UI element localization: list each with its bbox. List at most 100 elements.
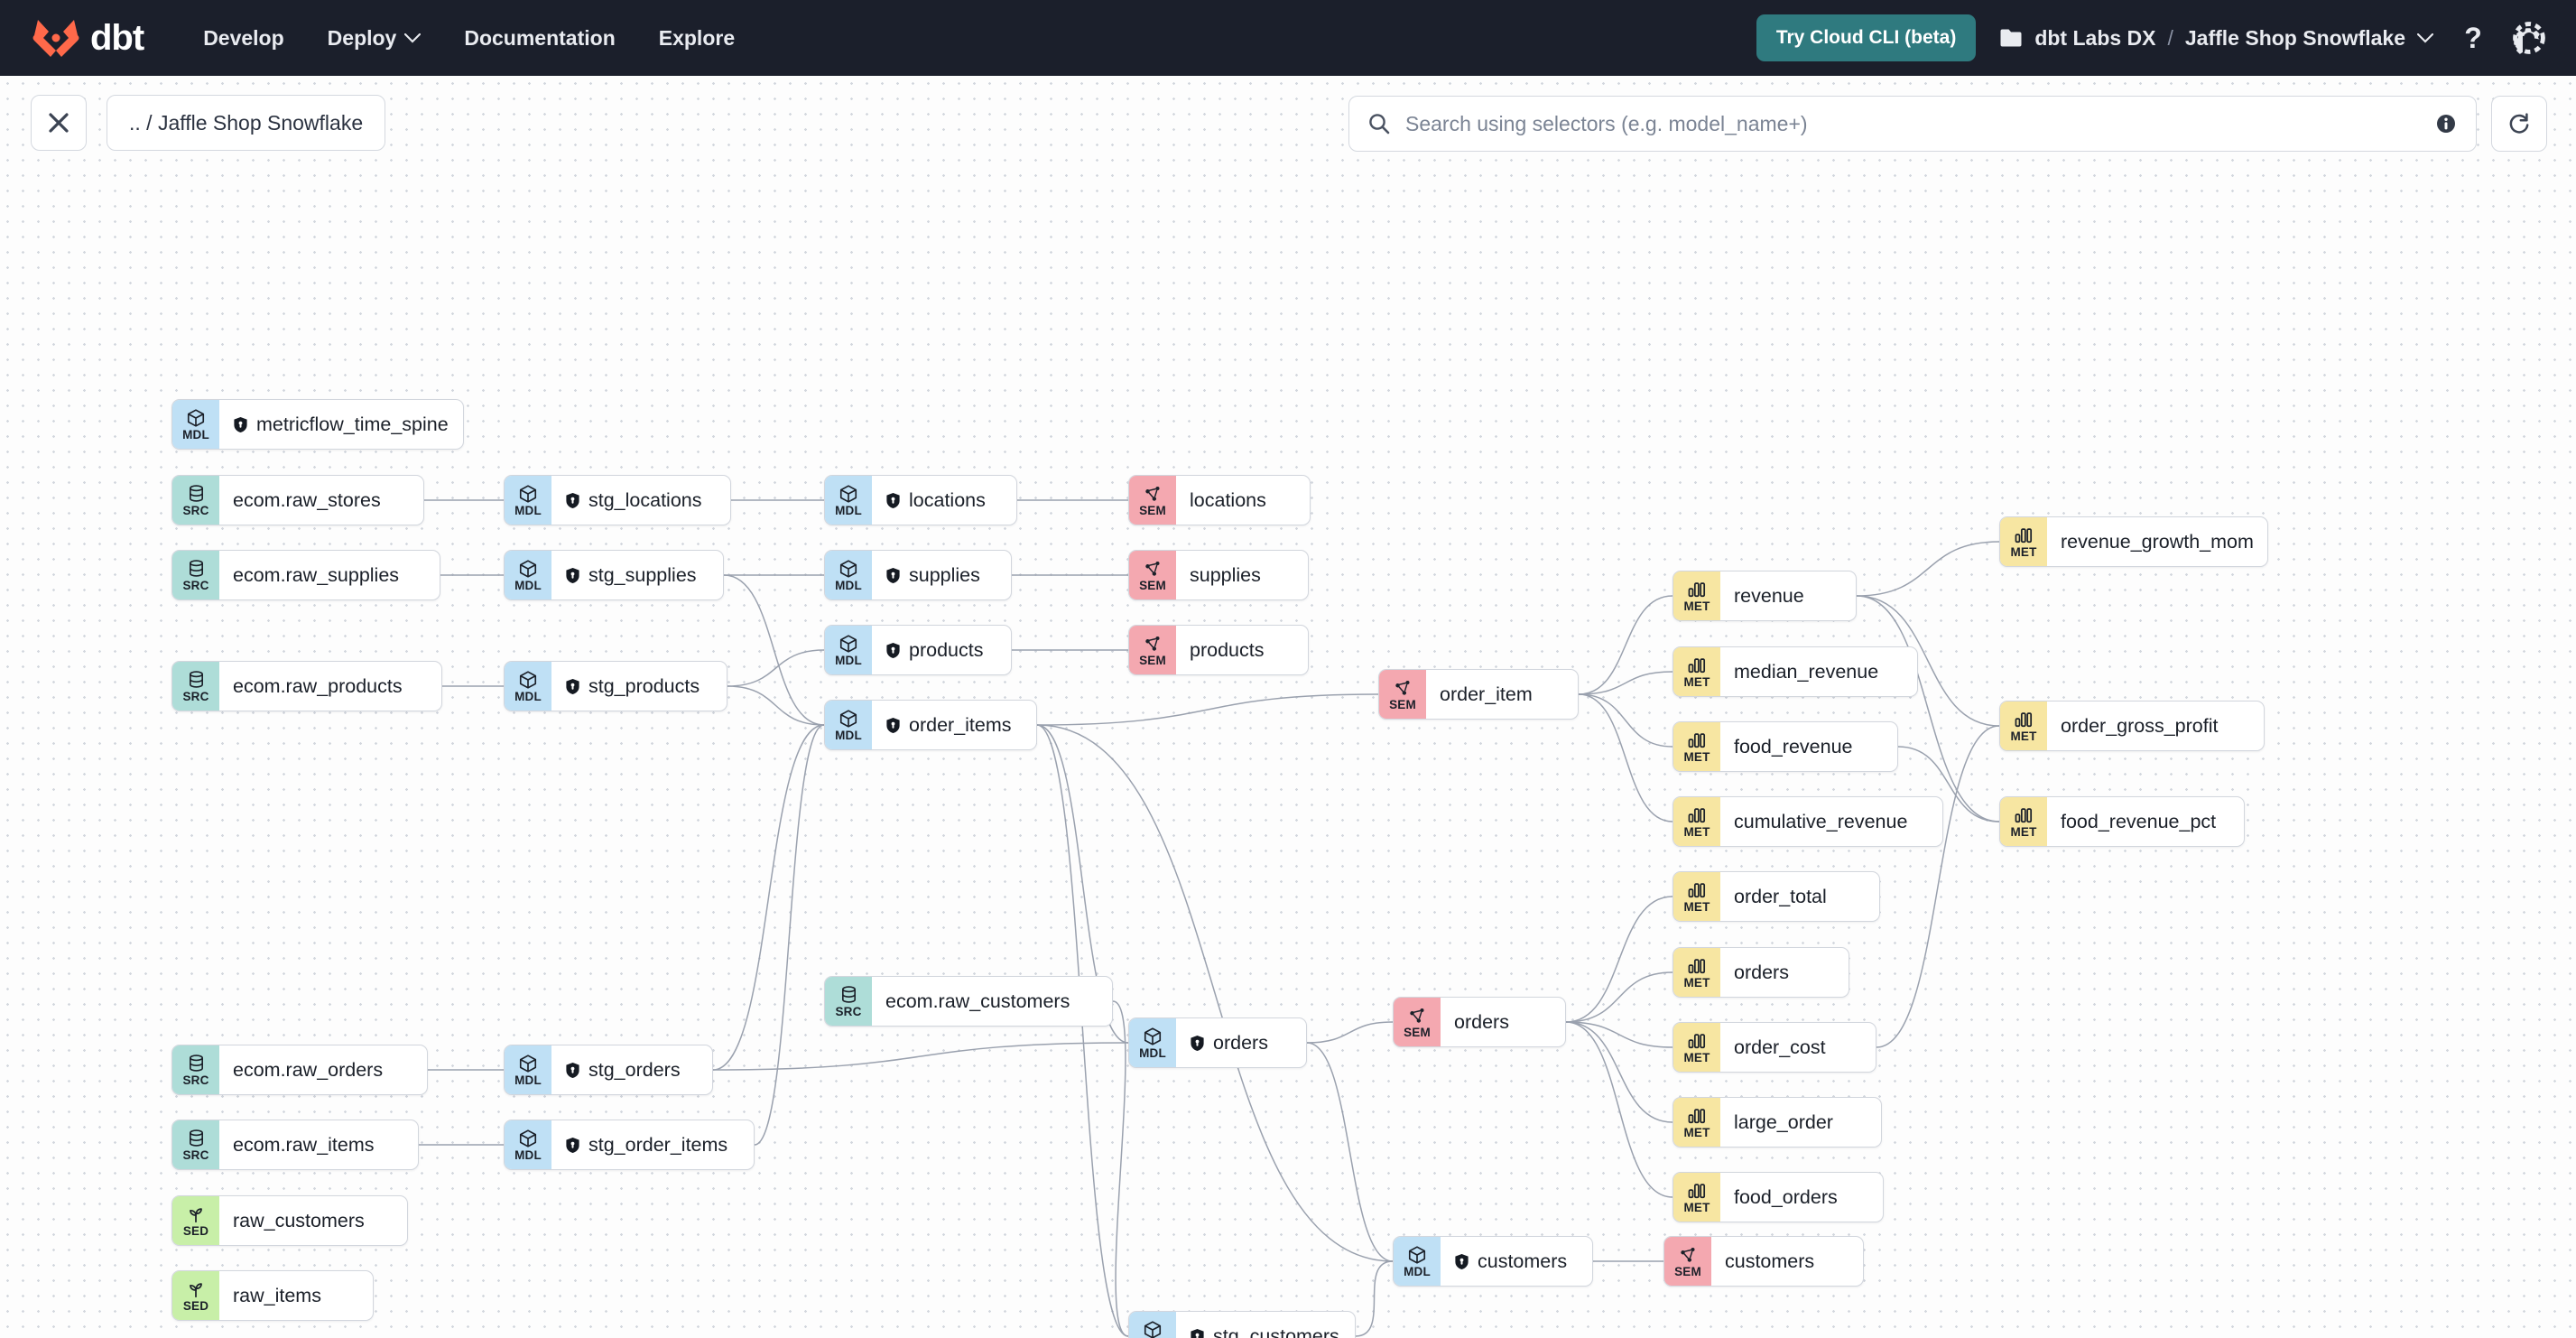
cube-icon bbox=[518, 1129, 538, 1148]
nav-right-group: Try Cloud CLI (beta) dbt Labs DX / Jaffl… bbox=[1756, 14, 2545, 61]
search-area bbox=[1348, 96, 2547, 152]
try-cloud-cli-button[interactable]: Try Cloud CLI (beta) bbox=[1756, 14, 1977, 61]
bar-chart-icon bbox=[1687, 1106, 1707, 1126]
search-input[interactable] bbox=[1405, 111, 2420, 136]
node-label-wrap: order_item bbox=[1426, 670, 1548, 719]
lineage-edge bbox=[1876, 725, 2000, 1048]
dbt-logo[interactable]: dbt bbox=[31, 16, 144, 60]
lineage-edge bbox=[1856, 541, 2000, 597]
node-type-label: MET bbox=[1683, 1050, 1710, 1064]
nav-link-explore[interactable]: Explore bbox=[659, 26, 735, 51]
breadcrumb-chip[interactable]: .. / Jaffle Shop Snowflake bbox=[107, 95, 386, 151]
cube-icon bbox=[518, 670, 538, 690]
lineage-edge bbox=[1565, 1021, 1673, 1123]
lineage-edge bbox=[1578, 671, 1673, 695]
graph-node-sem-order-item[interactable]: SEM order_item bbox=[1378, 669, 1579, 720]
node-type-label: SRC bbox=[182, 1148, 209, 1162]
node-type-badge-met: MET bbox=[1673, 1023, 1720, 1072]
search-box[interactable] bbox=[1348, 96, 2477, 152]
cube-icon bbox=[518, 559, 538, 579]
info-icon[interactable] bbox=[2434, 112, 2458, 135]
refresh-button[interactable] bbox=[2491, 96, 2547, 152]
help-icon[interactable]: ? bbox=[2464, 21, 2482, 54]
node-type-badge-sem: SEM bbox=[1394, 998, 1441, 1046]
node-label: food_revenue bbox=[1734, 735, 1853, 757]
node-label: ecom.raw_customers bbox=[885, 990, 1070, 1012]
node-label: stg_customers bbox=[1213, 1324, 1339, 1338]
database-icon bbox=[839, 985, 858, 1005]
node-type-label: SRC bbox=[835, 1004, 862, 1018]
close-button[interactable] bbox=[31, 95, 87, 151]
bar-chart-icon bbox=[1687, 880, 1707, 900]
database-icon bbox=[187, 1054, 206, 1073]
nav-link-documentation[interactable]: Documentation bbox=[464, 26, 615, 51]
node-label: ecom.raw_products bbox=[233, 674, 403, 697]
lineage-edge bbox=[723, 574, 825, 726]
bar-chart-icon bbox=[2014, 805, 2034, 825]
shield-icon bbox=[1454, 1253, 1469, 1270]
gear-icon[interactable] bbox=[2513, 22, 2545, 54]
node-type-label: MDL bbox=[182, 427, 209, 441]
account-project-breadcrumb[interactable]: dbt Labs DX / Jaffle Shop Snowflake bbox=[1999, 26, 2433, 51]
node-type-badge-src: SRC bbox=[825, 977, 872, 1026]
node-label-wrap: orders bbox=[1441, 998, 1524, 1046]
nav-link-deploy[interactable]: Deploy bbox=[328, 26, 422, 51]
graph-node-stg-orders[interactable]: MDL stg_orders bbox=[504, 1045, 713, 1095]
node-label: order_items bbox=[909, 713, 1012, 736]
node-type-label: MDL bbox=[514, 1073, 542, 1087]
node-label-wrap: stg_orders bbox=[551, 1045, 696, 1094]
graph-node-metricflow-time-spine[interactable]: MDL metricflow_time_spine bbox=[171, 399, 464, 450]
cube-icon bbox=[518, 1054, 538, 1073]
nav-link-documentation-label: Documentation bbox=[464, 25, 616, 50]
node-label: order_item bbox=[1440, 683, 1533, 705]
graph-node-ecom-raw-customers[interactable]: SRC ecom.raw_customers bbox=[824, 976, 1113, 1027]
seedling-icon bbox=[186, 1204, 206, 1224]
graph-node-met-food-revenue[interactable]: MET food_revenue bbox=[1673, 721, 1898, 772]
shield-icon bbox=[1190, 1035, 1205, 1052]
node-type-label: MET bbox=[1683, 749, 1710, 764]
node-label: metricflow_time_spine bbox=[256, 413, 449, 435]
node-type-badge-src: SRC bbox=[172, 476, 219, 525]
nav-link-explore-label: Explore bbox=[658, 25, 736, 50]
node-type-badge-met: MET bbox=[1673, 722, 1720, 771]
node-type-badge-sem: SEM bbox=[1379, 670, 1426, 719]
node-label: revenue bbox=[1734, 584, 1804, 607]
node-label: food_orders bbox=[1734, 1185, 1838, 1208]
nav-link-develop[interactable]: Develop bbox=[203, 26, 283, 51]
